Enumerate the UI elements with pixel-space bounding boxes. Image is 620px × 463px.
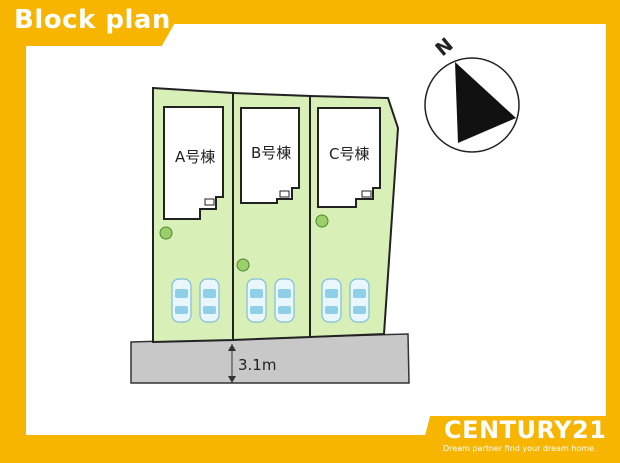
compass-icon: N <box>424 34 520 153</box>
parking-a-1 <box>171 278 192 323</box>
road-width-label: 3.1m <box>238 356 276 374</box>
parking-a-2 <box>199 278 220 323</box>
tree-icon <box>159 226 173 240</box>
north-label: N <box>431 34 457 61</box>
parking-c-2 <box>349 278 370 323</box>
brand-tagline: Dream partner find your dream home. <box>443 444 597 453</box>
house-c-footprint <box>317 107 381 208</box>
house-a-label: A号棟 <box>175 148 215 166</box>
parking-b-1 <box>246 278 267 323</box>
dimension-arrow-bottom <box>228 376 236 383</box>
brand-tab <box>418 416 620 463</box>
brand-logo: CENTURY21 <box>444 416 607 444</box>
dimension-arrow-top <box>228 344 236 351</box>
title-tab <box>0 0 188 46</box>
house-a-footprint <box>163 106 224 220</box>
entrance-b <box>279 190 290 198</box>
tree-icon <box>236 258 250 272</box>
parking-b-2 <box>274 278 295 323</box>
house-b-label: B号棟 <box>251 144 291 162</box>
entrance-a <box>204 198 215 206</box>
entrance-c <box>361 190 372 198</box>
tree-icon <box>315 214 329 228</box>
house-b-footprint <box>240 107 300 204</box>
page-title: Block plan <box>14 5 171 35</box>
house-c-label: C号棟 <box>329 145 369 163</box>
parking-c-1 <box>321 278 342 323</box>
